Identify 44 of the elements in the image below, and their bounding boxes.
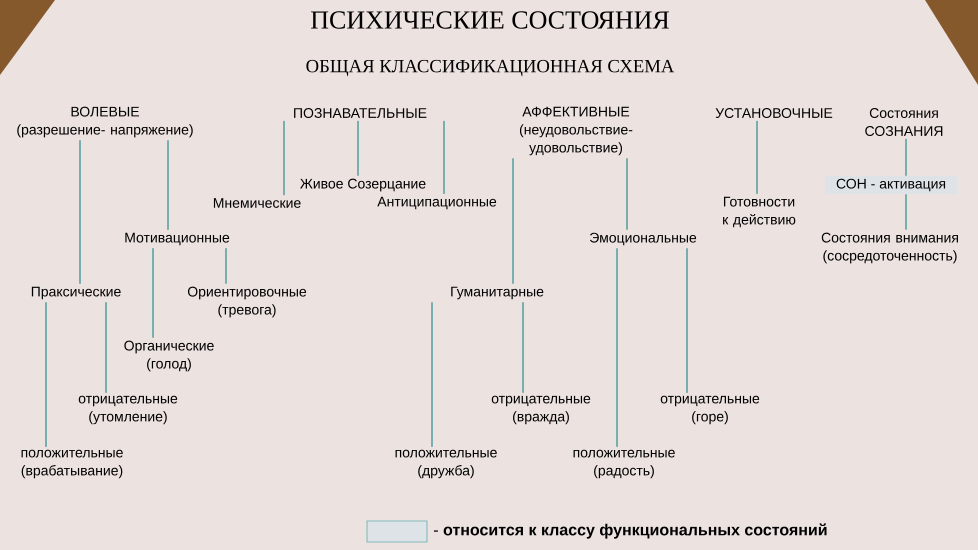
category-text: Мнемические xyxy=(214,198,301,208)
state-box: СОН - активация xyxy=(825,176,957,194)
connector-line xyxy=(105,302,107,393)
connector-line xyxy=(686,248,688,393)
category-text: Мотивационные xyxy=(125,232,230,246)
category-text: Состояния СОЗНАНИЯ xyxy=(865,108,942,136)
category-text: Ориентировочные (тревога) xyxy=(188,286,306,318)
category-text: ПОЗНАВАТЕЛЬНЫЕ xyxy=(294,108,426,118)
category-text: отрицательные (вражда) xyxy=(492,396,590,424)
category-text: Антиципационные xyxy=(377,196,496,210)
connector-line xyxy=(616,248,618,447)
category-text: Готовности к действию xyxy=(723,196,796,228)
category-text: Живое Созерцание xyxy=(300,178,426,192)
connector-line xyxy=(283,120,285,196)
category-text: Состояния внимания (сосредоточенность) xyxy=(822,232,958,264)
category-text: Эмоциональные xyxy=(590,232,696,246)
connector-line xyxy=(512,158,514,284)
category-text: отрицательные (горе) xyxy=(660,396,760,424)
category-text: АФФЕКТИВНЫЕ (неудовольствие- удовольствие) xyxy=(520,106,632,156)
connector-line xyxy=(357,120,359,176)
connector-line xyxy=(431,302,433,447)
category-text: положительные (врабатывание) xyxy=(22,450,123,478)
category-text: ВОЛЕВЫЕ (разрешение- напряжение) xyxy=(17,106,193,138)
connector-line xyxy=(152,248,154,338)
category-text: положительные (радость) xyxy=(574,450,675,478)
connector-line xyxy=(522,302,524,393)
category-text: УСТАНОВОЧНЫЕ xyxy=(716,108,832,118)
connector-line xyxy=(225,248,227,284)
category-text: положительные (дружба) xyxy=(396,450,497,478)
connector-line xyxy=(45,302,47,447)
category-text: отрицательные (утомление) xyxy=(78,396,178,424)
legend-text: - относится к классу функциональных состояний xyxy=(434,523,826,539)
title: ПСИХИЧЕСКИЕ СОСТОЯНИЯ xyxy=(311,11,669,29)
subtitle: ОБЩАЯ КЛАССИФИКАЦИОННАЯ СХЕМА xyxy=(306,60,674,76)
category-text: Органические (голод) xyxy=(124,340,214,372)
connector-line xyxy=(167,140,169,230)
category-text: Гуманитарные xyxy=(451,286,544,300)
category-text: Праксические xyxy=(32,286,121,300)
connector-line xyxy=(79,140,81,284)
connector-line xyxy=(756,120,758,194)
connector-line xyxy=(626,158,628,230)
connector-line xyxy=(905,194,907,230)
connector-line xyxy=(905,138,907,176)
connector-line xyxy=(443,120,445,194)
